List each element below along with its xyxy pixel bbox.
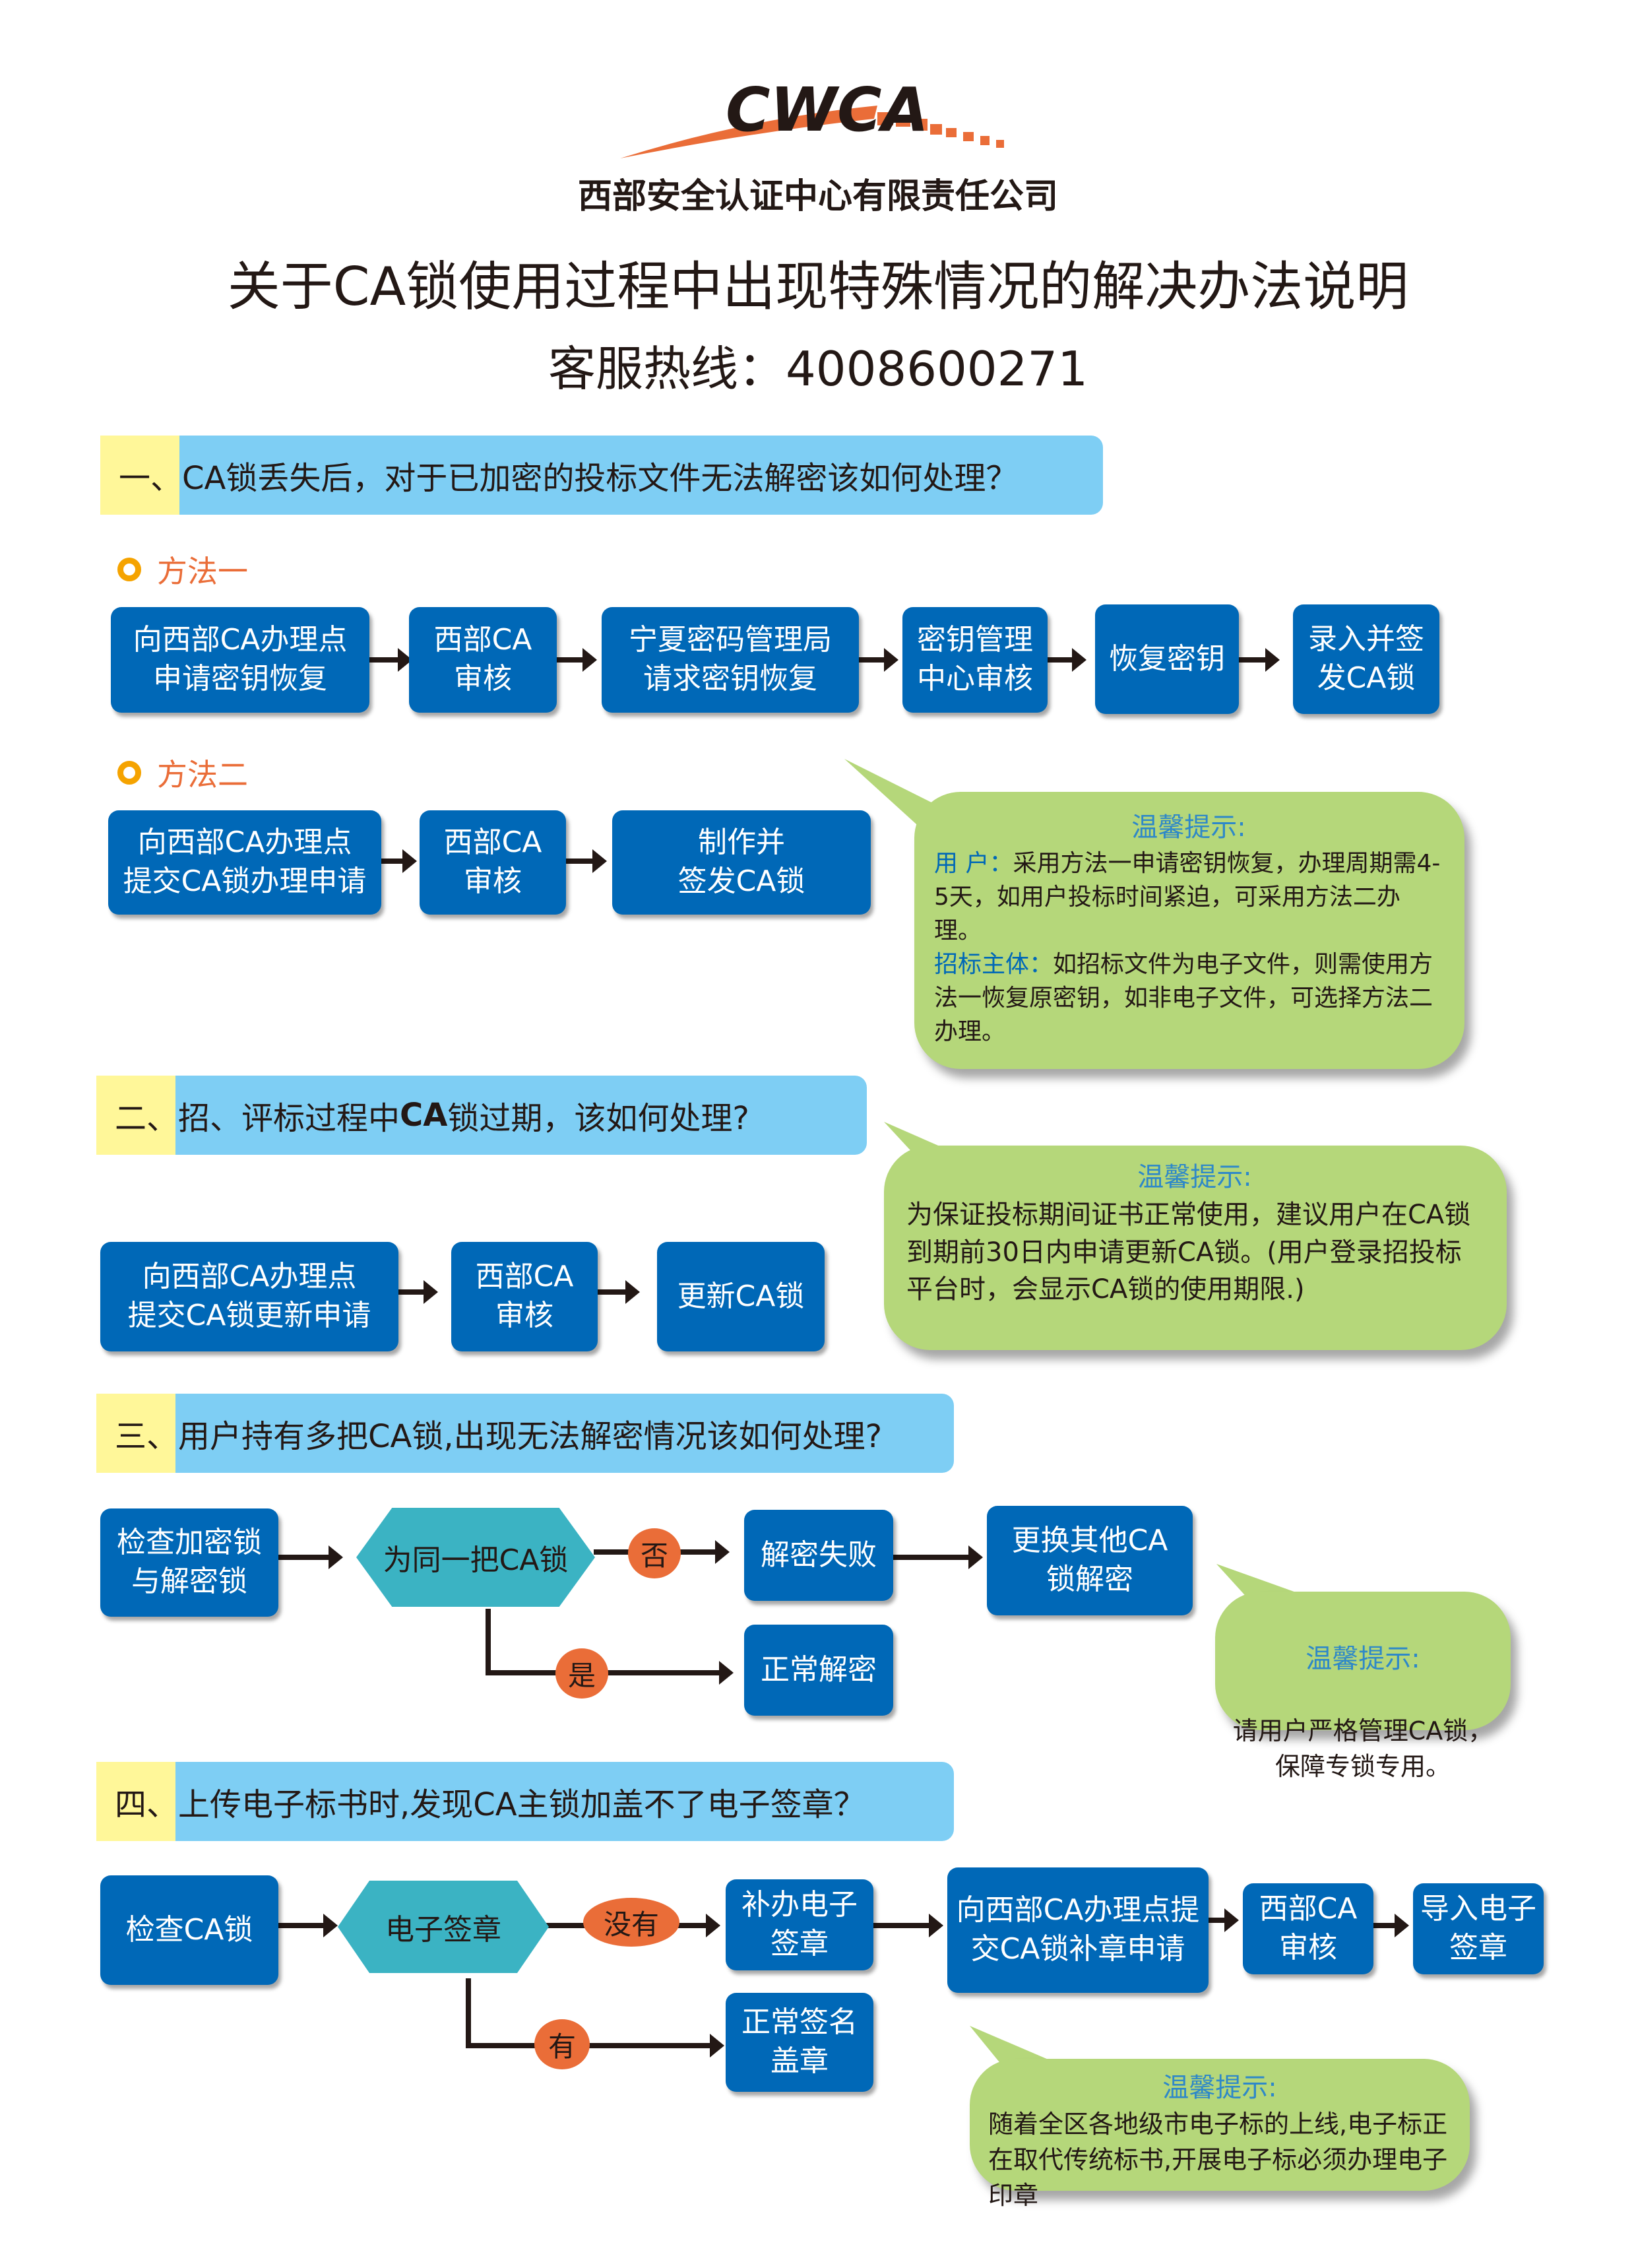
q2-step-1: 向西部CA办理点 提交CA锁更新申请 [100, 1242, 398, 1351]
method-1-heading: 方法一 [117, 548, 248, 591]
arrow [486, 1609, 720, 1675]
logo-swoosh: CWCA [620, 75, 1004, 158]
q3-tip-bubble: 温馨提示: 请用户严格管理CA锁， 保障专锁专用。 [1215, 1592, 1511, 1781]
method-2-label: 方法二 [157, 757, 248, 793]
q4-apply: 向西部CA办理点提 交CA锁补章申请 [947, 1867, 1209, 1993]
q4-tip-bubble: 温馨提示: 随着全区各地级市电子标的上线,电子标正在取代传统标书,开展电子标必须… [970, 2059, 1470, 2210]
q1m1-step-6: 录入并签 发CA锁 [1293, 604, 1439, 714]
q1m1-step-3: 宁夏密码管理局 请求密钥恢复 [602, 607, 859, 713]
tip-bidder: 招标主体：如招标文件为电子文件，则需使用方法一恢复原密钥，如非电子文件，可选择方… [934, 948, 1443, 1049]
q1m1-step-5: 恢复密钥 [1095, 604, 1239, 714]
question-4-bar: 四、上传电子标书时,发现CA主锁加盖不了电子签章？ [96, 1762, 954, 1841]
q4-normal: 正常签名 盖章 [726, 1993, 873, 2092]
circle-icon [117, 761, 141, 785]
circle-icon [117, 558, 141, 581]
question-banner [175, 1394, 954, 1473]
question-2-label-post: 锁过期，该如何处理? [447, 1100, 749, 1137]
q1m1-step-4: 密钥管理 中心审核 [902, 607, 1048, 713]
q4-import: 导入电子 签章 [1413, 1883, 1544, 1974]
q3-start: 检查加密锁 与解密锁 [100, 1508, 278, 1617]
tip-title: 温馨提示: [1306, 1643, 1420, 1674]
q3-no-label: 否 [628, 1528, 681, 1578]
q1m1-step-2: 西部CA 审核 [409, 607, 557, 713]
q1m2-step-3: 制作并 签发CA锁 [612, 810, 871, 915]
tip-title: 温馨提示: [1137, 1162, 1252, 1192]
q1m1-step-1: 向西部CA办理点 申请密钥恢复 [111, 607, 369, 713]
tip-title: 温馨提示: [1131, 812, 1246, 843]
logo: CWCA [614, 73, 1022, 172]
q4-decision: 电子签章 [338, 1881, 549, 1973]
company-name: 西部安全认证中心有限责任公司 [577, 177, 1058, 216]
q4-yes-label: 有 [534, 2019, 590, 2069]
question-banner [175, 1762, 954, 1841]
question-banner [179, 436, 1103, 515]
tip-bidder-text: 如招标文件为电子文件，则需使用方法一恢复原密钥，如非电子文件，可选择方法二办理。 [934, 951, 1433, 1046]
q4-review: 西部CA 审核 [1243, 1883, 1373, 1974]
question-3-label: 三、用户持有多把CA锁,出现无法解密情况该如何处理? [115, 1418, 883, 1455]
q4-start: 检查CA锁 [100, 1875, 278, 1985]
page-title: 关于CA锁使用过程中出现特殊情况的解决办法说明 [227, 256, 1409, 317]
q1m2-step-1: 向西部CA办理点 提交CA锁办理申请 [108, 810, 381, 915]
question-4-label: 四、上传电子标书时,发现CA主锁加盖不了电子签章？ [115, 1786, 865, 1823]
q3-normal: 正常解密 [744, 1625, 893, 1716]
q3-replace: 更换其他CA 锁解密 [987, 1506, 1193, 1615]
question-3-bar: 三、用户持有多把CA锁,出现无法解密情况该如何处理? [96, 1394, 954, 1473]
question-banner [175, 1076, 867, 1155]
q2-step-3: 更新CA锁 [657, 1242, 825, 1351]
arrow [466, 1978, 711, 2048]
number-block [96, 1076, 175, 1155]
tip-text: 为保证投标期间证书正常使用，建议用户在CA锁到期前30日内申请更新CA锁。(用户… [906, 1199, 1471, 1305]
q4-no-label: 没有 [583, 1898, 679, 1947]
tip-text: 随着全区各地级市电子标的上线,电子标正在取代传统标书,开展电子标必须办理电子印章 [988, 2109, 1448, 2210]
method-2-heading: 方法二 [117, 751, 248, 794]
logo-text: CWCA [726, 75, 929, 145]
q3-yes-label: 是 [555, 1648, 608, 1699]
q1m2-step-2: 西部CA 审核 [420, 810, 566, 915]
tip-bidder-label: 招标主体： [934, 951, 1054, 979]
q3-decision: 为同一把CA锁 [356, 1508, 595, 1607]
tip-title: 温馨提示: [1162, 2073, 1277, 2103]
hotline: 客服热线：4008600271 [548, 341, 1088, 397]
q1-tip-bubble: 温馨提示: 用 户：采用方法一申请密钥恢复，办理周期需4-5天，如用户投标时间紧… [914, 792, 1464, 1069]
question-1-label: 一、CA锁丢失后，对于已加密的投标文件无法解密该如何处理？ [119, 460, 1018, 497]
tip-user-text: 采用方法一申请密钥恢复，办理周期需4-5天，如用户投标时间紧迫，可采用方法二办理… [934, 849, 1441, 945]
method-1-label: 方法一 [157, 554, 248, 589]
tip-user-label: 用 户： [934, 849, 1013, 877]
q4-reissue: 补办电子 签章 [726, 1879, 873, 1970]
question-2-label-bold: CA [400, 1097, 448, 1134]
tip-user: 用 户：采用方法一申请密钥恢复，办理周期需4-5天，如用户投标时间紧迫，可采用方… [934, 847, 1443, 948]
q2-tip-bubble: 温馨提示: 为保证投标期间证书正常使用，建议用户在CA锁到期前30日内申请更新C… [884, 1146, 1507, 1350]
number-block [96, 1394, 175, 1473]
q3-fail: 解密失败 [744, 1510, 893, 1601]
question-2-label-pre: 二、招、评标过程中 [115, 1100, 400, 1137]
question-1-bar: 一、CA锁丢失后，对于已加密的投标文件无法解密该如何处理？ [100, 436, 1103, 515]
number-block [100, 436, 179, 515]
tip-text: 请用户严格管理CA锁， 保障专锁专用。 [1232, 1716, 1494, 1781]
number-block [96, 1762, 175, 1841]
q2-step-2: 西部CA 审核 [451, 1242, 598, 1351]
